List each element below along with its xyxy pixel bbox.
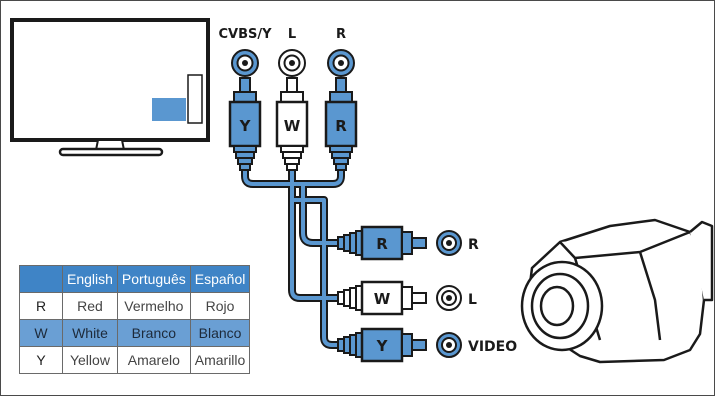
side-r-label: R — [468, 237, 479, 253]
legend-key: Y — [19, 346, 63, 374]
plug-r-bottom: R — [337, 225, 427, 261]
plug-r-top-letter: R — [335, 117, 347, 135]
legend-key: R — [19, 292, 63, 320]
legend-corner-cell — [19, 265, 63, 293]
plug-w-top-letter: W — [284, 117, 301, 135]
color-legend-table: English Português Español R Red Vermelho… — [19, 265, 251, 374]
legend-row-w: W White Branco Blanco — [19, 319, 251, 347]
plug-y-bottom-letter: Y — [376, 337, 389, 355]
legend-cell: Branco — [116, 319, 191, 347]
legend-cell: Vermelho — [116, 292, 191, 320]
legend-cell: Rojo — [189, 292, 251, 320]
legend-cell: Amarillo — [189, 346, 251, 374]
r-jack-top — [327, 49, 355, 77]
top-r-label: R — [336, 27, 346, 42]
l-jack-side — [436, 285, 462, 311]
legend-header-english: English — [62, 265, 118, 293]
cvbs-y-jack — [231, 49, 259, 77]
legend-header-row: English Português Español — [19, 265, 251, 293]
tv-icon — [10, 18, 210, 157]
legend-cell: Red — [62, 292, 118, 320]
legend-cell: White — [62, 319, 118, 347]
legend-key: W — [19, 319, 63, 347]
cvbs-y-label: CVBS/Y — [218, 27, 272, 42]
side-l-label: L — [468, 292, 477, 308]
legend-header-portugues: Português — [116, 265, 191, 293]
legend-row-y: Y Yellow Amarelo Amarillo — [19, 346, 251, 374]
r-jack-side — [436, 230, 462, 256]
top-l-label: L — [288, 27, 296, 42]
legend-cell: Amarelo — [116, 346, 191, 374]
plug-r-top: R — [324, 77, 358, 171]
plug-w-top: W — [275, 77, 309, 171]
plug-w-bottom-letter: W — [374, 290, 391, 308]
legend-header-espanol: Español — [189, 265, 251, 293]
plug-y-bottom: Y — [337, 327, 427, 363]
legend-cell: Yellow — [62, 346, 118, 374]
plug-r-bottom-letter: R — [376, 235, 388, 253]
legend-row-r: R Red Vermelho Rojo — [19, 292, 251, 320]
camcorder-icon — [520, 218, 714, 364]
video-jack-side — [436, 332, 462, 358]
plug-y-top: Y — [228, 77, 262, 171]
plug-y-top-letter: Y — [239, 117, 252, 135]
plug-w-bottom: W — [337, 280, 427, 316]
cable-bundle — [241, 164, 346, 349]
side-video-label: VIDEO — [468, 339, 517, 355]
legend-cell: Blanco — [189, 319, 251, 347]
l-jack-top — [278, 49, 306, 77]
